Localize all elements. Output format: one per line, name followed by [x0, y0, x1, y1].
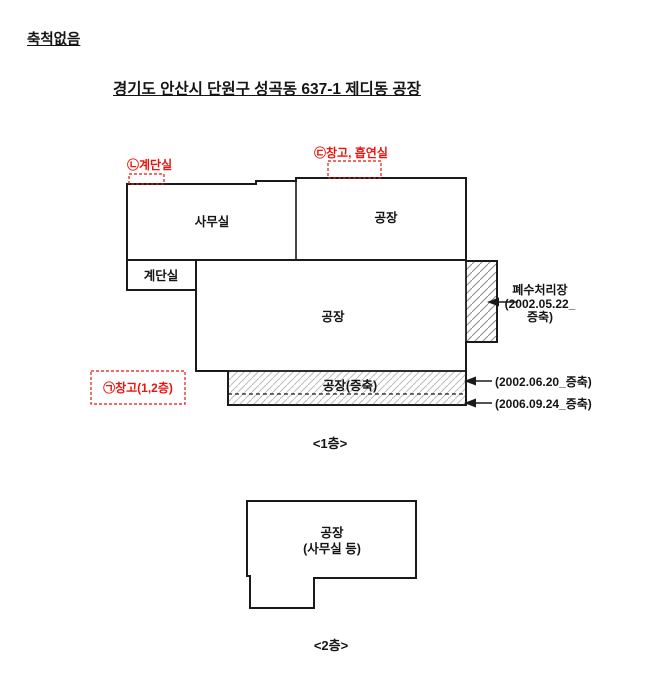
drawing-title: 경기도 안산시 단원구 성곡동 637-1 제디동 공장 — [113, 81, 421, 98]
room-label-stair: 계단실 — [144, 268, 179, 283]
room-label-factory-extension: 공장(증축) — [323, 378, 377, 393]
red-label-storage-12: ㉠창고(1,2층) — [103, 380, 173, 395]
red-label-storage-smoking: ㉢창고, 흡연실 — [314, 145, 388, 160]
annotation-waste-line3: 증축) — [527, 309, 553, 324]
floor2-outline — [246, 500, 417, 609]
arrow-ext-2006 — [464, 398, 492, 408]
room-label-factory-top: 공장 — [374, 210, 398, 225]
red-dashed-box-stair — [128, 173, 165, 185]
floor1-plan: 사무실 공장 계단실 공장 공장(증축) ㉡계단실 ㉢창고, 흡연실 ㉠창고(1… — [90, 145, 592, 451]
room-label-factory-main: 공장 — [321, 309, 345, 324]
floor2-caption: <2층> — [314, 638, 349, 653]
floor1-caption: <1층> — [313, 436, 348, 451]
annotation-waste-line1: 폐수처리장 — [512, 282, 567, 297]
annotation-ext-2006: (2006.09.24_증축) — [495, 396, 592, 411]
red-dashed-box-storage-smoking — [327, 160, 382, 179]
extension-strip — [227, 370, 467, 406]
scale-note: 축척없음 — [27, 32, 81, 48]
room-label-factory2-line1: 공장 — [320, 525, 344, 540]
annotation-ext-2002: (2002.06.20_증축) — [495, 374, 592, 389]
room-label-office: 사무실 — [195, 214, 230, 229]
red-dashed-box-storage-12 — [90, 370, 186, 405]
floor2-plan: 공장 (사무실 등) <2층> — [246, 500, 417, 653]
room-label-factory2-line2: (사무실 등) — [303, 541, 361, 556]
red-label-stair: ㉡계단실 — [127, 157, 172, 172]
arrow-waste — [487, 297, 518, 307]
annotation-waste-line2: (2002.05.22_ — [505, 297, 576, 311]
arrow-ext-2002 — [464, 376, 492, 386]
